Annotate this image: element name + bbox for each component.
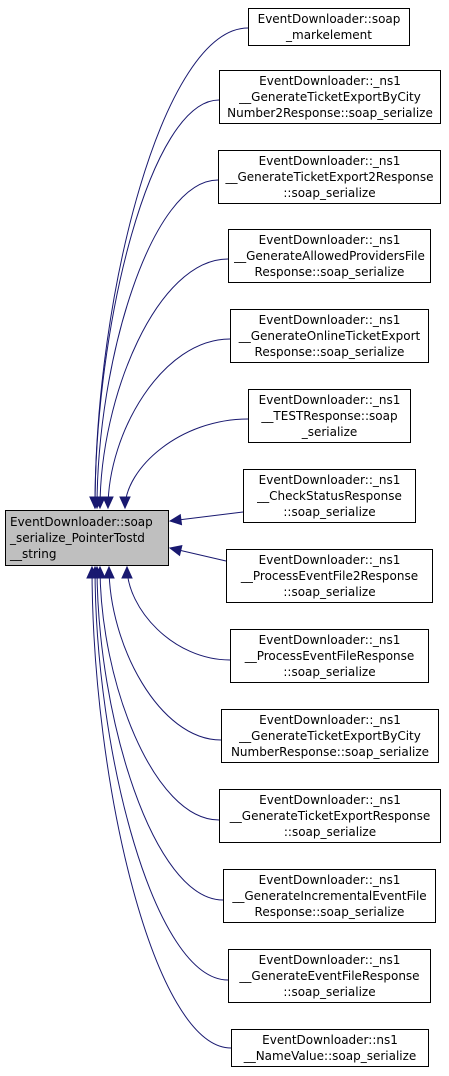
call-edge: [94, 566, 229, 981]
call-edge: [91, 566, 232, 1049]
caller-node-process-event-file2[interactable]: EventDownloader::_ns1 __ProcessEventFile…: [226, 549, 433, 603]
call-edge: [107, 338, 231, 509]
root-label-line-3: __string: [10, 547, 57, 561]
caller-node-check-status[interactable]: EventDownloader::_ns1 __CheckStatusRespo…: [243, 469, 416, 523]
arrowhead-icon: [86, 565, 98, 579]
root-node[interactable]: EventDownloader::soap _serialize_Pointer…: [5, 510, 169, 566]
caller-node-event-file[interactable]: EventDownloader::_ns1 __GenerateEventFil…: [228, 949, 431, 1003]
caller-node-soap-markelement[interactable]: EventDownloader::soap _markelement: [248, 8, 410, 46]
call-edge: [108, 566, 222, 741]
arrowhead-icon: [119, 496, 131, 510]
call-edge: [94, 99, 220, 509]
arrowhead-icon: [103, 565, 115, 579]
call-edge: [124, 418, 249, 509]
caller-node-ticket-export-by-city-number2[interactable]: EventDownloader::_ns1 __GenerateTicketEx…: [219, 70, 441, 124]
arrowhead-icon: [168, 513, 183, 526]
call-edge: [99, 258, 229, 509]
caller-node-ticket-export-by-city-number[interactable]: EventDownloader::_ns1 __GenerateTicketEx…: [221, 709, 439, 763]
arrowhead-icon: [102, 496, 114, 510]
call-edge: [99, 566, 220, 821]
call-edge: [96, 566, 224, 901]
caller-node-ticket-export[interactable]: EventDownloader::_ns1 __GenerateTicketEx…: [219, 789, 441, 843]
call-edge: [96, 179, 219, 509]
caller-node-online-ticket-export[interactable]: EventDownloader::_ns1 __GenerateOnlineTi…: [230, 309, 429, 363]
arrowhead-icon: [121, 565, 133, 579]
root-label-line-1: EventDownloader::soap: [10, 515, 153, 529]
caller-node-incremental-event-file[interactable]: EventDownloader::_ns1 __GenerateIncremen…: [223, 869, 436, 923]
caller-node-name-value[interactable]: EventDownloader::ns1 __NameValue::soap_s…: [231, 1029, 429, 1067]
caller-node-allowed-providers-file[interactable]: EventDownloader::_ns1 __GenerateAllowedP…: [228, 229, 431, 283]
call-edge: [169, 511, 244, 522]
call-edge: [126, 566, 231, 661]
caller-node-process-event-file[interactable]: EventDownloader::_ns1 __ProcessEventFile…: [230, 629, 429, 683]
root-label-line-2: _serialize_PointerTostd: [10, 531, 145, 545]
arrowhead-icon: [94, 496, 106, 510]
caller-node-test-response[interactable]: EventDownloader::_ns1 __TESTResponse::so…: [248, 389, 411, 443]
arrowhead-icon: [168, 544, 183, 557]
caller-node-ticket-export2[interactable]: EventDownloader::_ns1 __GenerateTicketEx…: [218, 150, 441, 204]
